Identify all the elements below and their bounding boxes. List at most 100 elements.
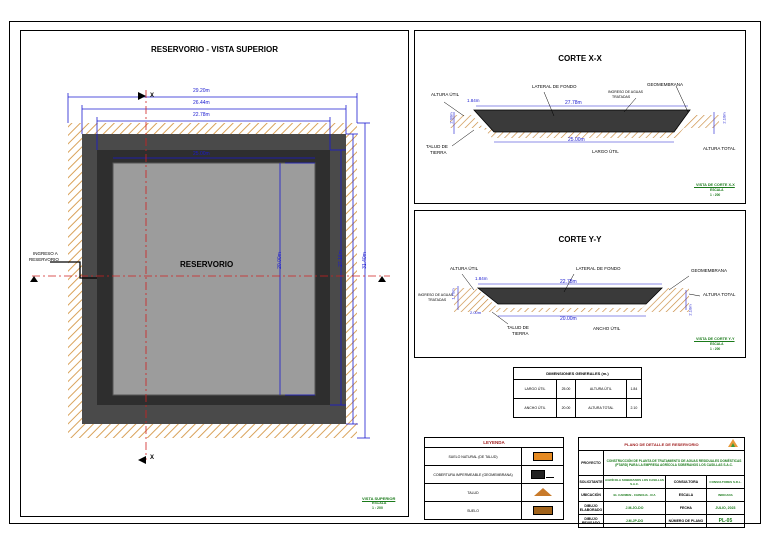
top-view-panel — [20, 30, 409, 517]
legend-swatch-talud-icon — [533, 488, 552, 496]
legend: LEYENDA SUELO NATURAL (DE TALUD) COBERTU… — [424, 437, 564, 520]
dim-27-16: 27.16m — [337, 250, 344, 267]
dim-cell: 1.84 — [625, 379, 643, 399]
legend-swatch-cell — [521, 483, 564, 502]
yy-ground — [454, 288, 689, 312]
legend-swatch-cell — [521, 447, 564, 466]
yy-scale-sub: ESCALA — [710, 342, 724, 346]
top-view-drawing — [30, 90, 390, 464]
tb-label: FECHA — [664, 501, 707, 515]
xx-geomembrana: GEOMEMBRANA — [647, 82, 684, 87]
axis-x-bottom-label: X — [150, 455, 155, 461]
dim-22-78: 22.78m — [193, 112, 210, 118]
xx-dim-bottom: 25.00m — [568, 137, 585, 143]
inlet-label-1: INGRESO A — [33, 251, 58, 256]
axis-x-top-label: X — [150, 93, 155, 99]
dim-cell: ALTURA TOTAL — [574, 398, 627, 418]
legend-title: LEYENDA — [424, 437, 564, 448]
legend-label: SUELO — [424, 501, 522, 520]
dim-cell: ALTURA ÚTIL — [574, 379, 627, 399]
section-yy-drawing — [454, 273, 724, 342]
section-markers — [30, 92, 386, 464]
legend-label: TALUD — [424, 483, 522, 502]
legend-swatch-suelo-icon — [532, 505, 553, 515]
xx-dim-left: 2.00m — [448, 112, 454, 124]
dim-cell: ANCHO ÚTIL — [512, 398, 558, 418]
yy-scale-bar — [694, 341, 724, 342]
xx-altura-util: ALTURA ÚTIL — [431, 92, 460, 97]
xx-talud-1: TALUD DE — [426, 144, 448, 149]
section-xx-panel — [414, 30, 746, 204]
xx-scale-value: 1 : 200 — [710, 193, 721, 197]
xx-largo-util: LARGO ÚTIL — [592, 149, 619, 154]
xx-ingreso-1: INGRESO DE AGUAS — [608, 90, 644, 94]
top-view-axes — [32, 90, 390, 460]
yy-dim-left2: 2.00m — [470, 310, 482, 315]
xx-ingreso-2: TRATADAS — [612, 95, 631, 99]
xx-scale-sub: ESCALA — [710, 188, 724, 192]
dim-20-00: 20.00m — [276, 252, 283, 269]
sheet-border — [9, 21, 761, 524]
xx-scale-bar — [694, 187, 724, 188]
yy-talud-2: TIERRA — [512, 331, 529, 336]
title-block: PLANO DE DETALLE DE RESERVORIO PROYECTO … — [578, 437, 746, 528]
dim-31-40: 31.40m — [361, 252, 368, 269]
legend-swatch-geomembrane-icon — [531, 469, 545, 479]
xx-altura-total: ALTURA TOTAL — [703, 146, 736, 151]
company-logo-icon — [728, 439, 738, 447]
title-block-title: PLANO DE DETALLE DE RESERVORIO — [578, 437, 745, 451]
yy-altura-total: ALTURA TOTAL — [703, 292, 736, 297]
yy-lateral: LATERAL DE FONDO — [576, 266, 621, 271]
tb-label: PROYECTO — [578, 450, 604, 476]
top-scale-value: 1 : 200 — [372, 506, 383, 510]
tb-value: J.M.JO-DO — [603, 501, 666, 515]
dim-cell: 20.00 — [556, 398, 576, 418]
xx-dim-right: 2.10m — [721, 112, 727, 124]
legend-line-icon — [545, 477, 554, 479]
section-yy-title: CORTE Y-Y — [558, 235, 602, 244]
inlet-pipe — [50, 261, 97, 279]
legend-label: SUELO NATURAL (DE TALUD) — [424, 447, 522, 466]
xx-water — [473, 109, 691, 133]
tb-label: ESCALA — [664, 488, 707, 502]
tb-value: CONSULTORES S.R.L. — [705, 475, 746, 489]
legend-swatch-cell — [521, 501, 564, 520]
dim-cell: 25.00 — [556, 379, 576, 399]
yy-water — [476, 287, 663, 305]
tb-value: AGRÍCOLA SOBERANOS LOS CASILLAS S.A.C. — [603, 475, 666, 489]
tb-value: CONSTRUCCIÓN DE PLANTA DE TRATAMIENTO DE… — [603, 450, 745, 476]
legend-swatch-soil-icon — [532, 451, 553, 461]
yy-dim-top: 1.84m — [475, 276, 488, 281]
tb-label: NÚMERO DE PLANO — [664, 514, 707, 528]
section-yy-panel — [414, 210, 746, 358]
yy-ingreso-1: INGRESO DE AGUAS — [418, 293, 454, 297]
yy-ancho-util: ANCHO ÚTIL — [593, 326, 621, 331]
dimensions-table-title: DIMENSIONES GENERALES (m.) — [513, 367, 642, 380]
tb-value: J.M.JP-DO — [603, 514, 666, 528]
yy-dim-width: 22.78m — [560, 279, 577, 285]
dim-25-00: 25.00m — [193, 151, 210, 157]
tb-value: PL-05 — [705, 514, 746, 528]
legend-swatch-cell — [521, 465, 564, 484]
dim-26-44: 26.44m — [193, 100, 210, 106]
tb-label: DIBUJO ELABORADO — [578, 501, 604, 515]
xx-lateral: LATERAL DE FONDO — [532, 84, 577, 89]
dim-cell: 2.10 — [625, 398, 643, 418]
xx-scale-title: VISTA DE CORTE X-X — [696, 183, 735, 187]
tb-label: SOLICITANTE — [578, 475, 604, 489]
reservoir-label: RESERVORIO — [180, 260, 234, 269]
dim-29-20: 29.20m — [193, 88, 210, 94]
section-xx-title: CORTE X-X — [558, 54, 602, 63]
xx-dim-top: 1.84m — [467, 98, 480, 103]
tb-label: DIBUJO REVISADO — [578, 514, 604, 528]
top-view-dimension-lines — [67, 93, 370, 439]
tb-label: CONSULTORA — [664, 475, 707, 489]
tb-value: INDICADA — [705, 488, 746, 502]
reservoir-floor — [112, 162, 316, 396]
inlet-label-2: RESERVORIO — [29, 257, 59, 262]
yy-scale-value: 1 : 200 — [710, 347, 721, 351]
tb-value: JULIO, 2023 — [705, 501, 746, 515]
yy-geomembrana: GEOMEMBRANA — [691, 268, 728, 273]
top-view-title: RESERVORIO - VISTA SUPERIOR — [151, 45, 278, 54]
yy-scale-title: VISTA DE CORTE Y-Y — [696, 337, 735, 341]
